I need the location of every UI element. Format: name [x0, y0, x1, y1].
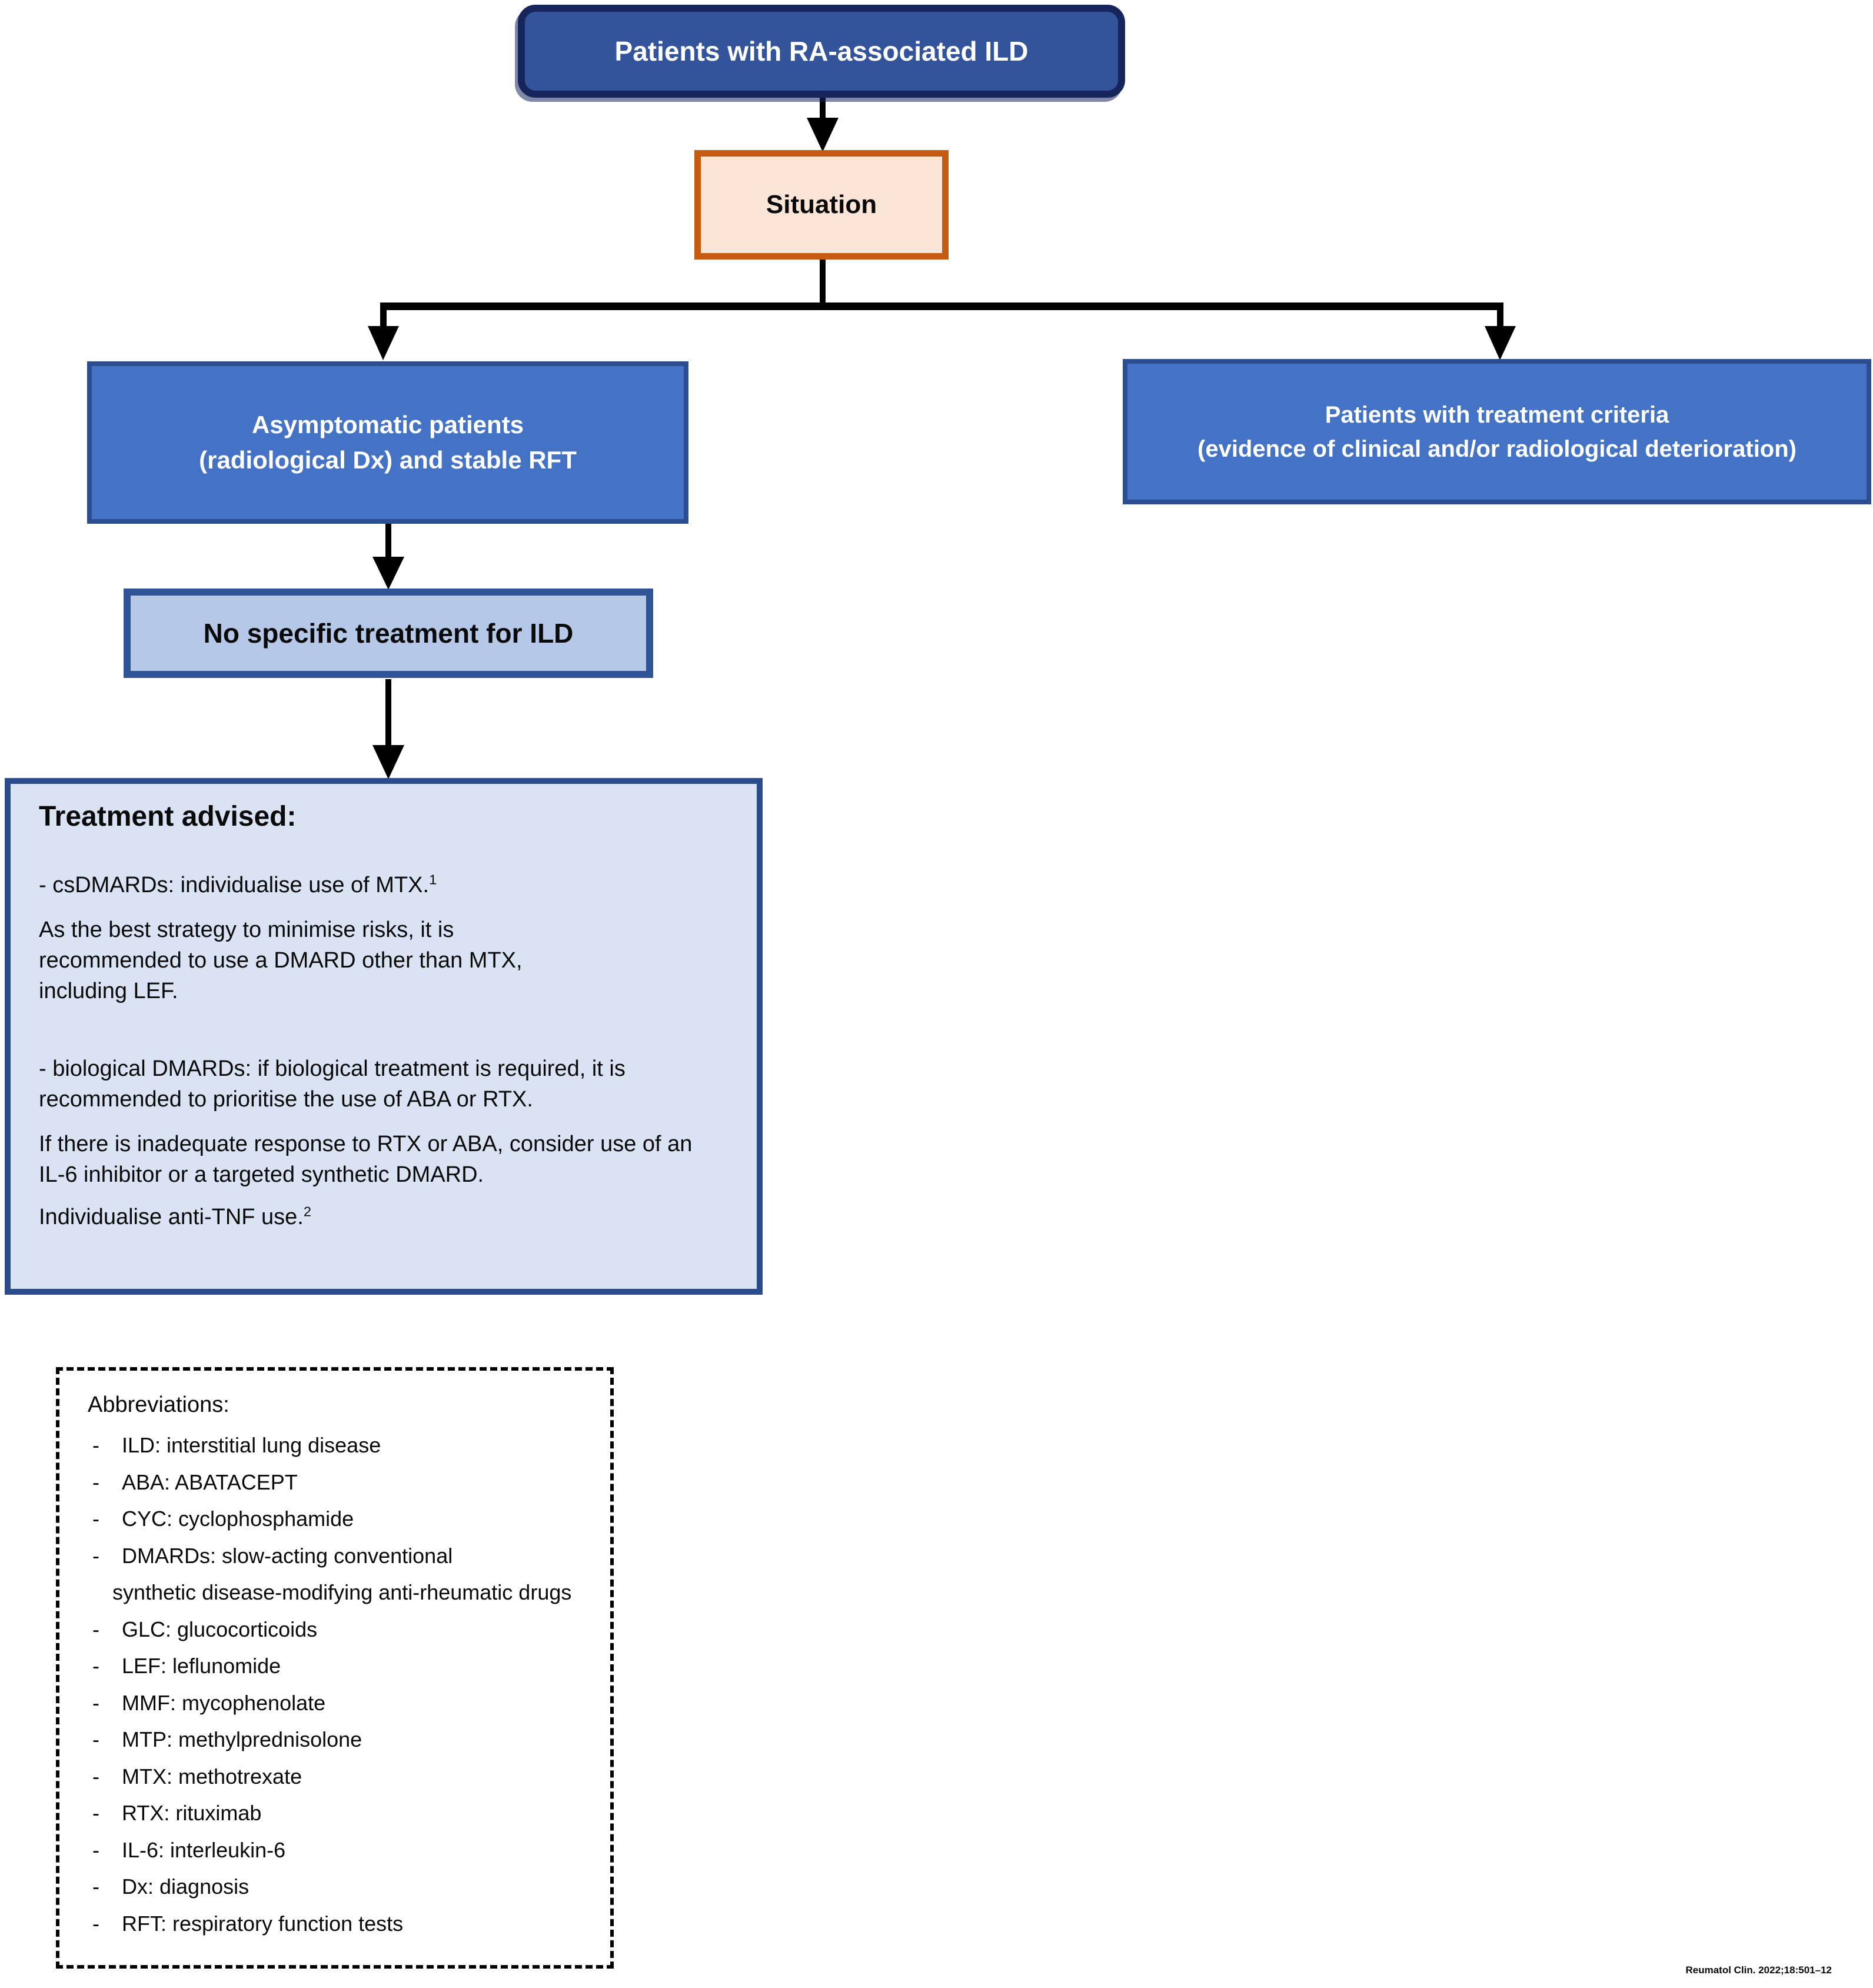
abbreviation-item-mtp: - MTP: methylprednisolone [88, 1721, 603, 1758]
treatment-biological-line1: - biological DMARDs: if biological treat… [39, 1056, 626, 1081]
node-treatment-criteria: Patients with treatment criteria (eviden… [1123, 359, 1871, 504]
node-treatment-criteria-line2: (evidence of clinical and/or radiologica… [1197, 436, 1797, 462]
abbreviation-text: DMARDs: slow-acting conventional [122, 1543, 453, 1568]
abbreviation-item-ild: - ILD: interstitial lung disease [88, 1427, 603, 1464]
node-treatment-criteria-line1: Patients with treatment criteria [1325, 401, 1669, 428]
node-patients-ra-ild: Patients with RA-associated ILD [518, 5, 1125, 98]
abbreviation-bullet: - [92, 1690, 99, 1715]
abbreviation-bullet: - [92, 1764, 99, 1788]
abbreviation-bullet: - [92, 1874, 99, 1899]
treatment-paragraph-anti-tnf: Individualise anti-TNF use.2 [39, 1202, 752, 1232]
abbreviation-item-glc: - GLC: glucocorticoids [88, 1611, 603, 1648]
abbreviation-text: MTP: methylprednisolone [122, 1727, 362, 1751]
treatment-paragraph-biological: - biological DMARDs: if biological treat… [39, 1053, 752, 1115]
abbreviation-bullet: - [92, 1470, 99, 1494]
abbreviation-item-il6: - IL-6: interleukin-6 [88, 1832, 603, 1869]
treatment-advised-heading: Treatment advised: [39, 801, 297, 832]
node-patients-ra-ild-label: Patients with RA-associated ILD [614, 36, 1029, 67]
abbreviation-text: Dx: diagnosis [122, 1874, 249, 1899]
abbreviation-bullet: - [92, 1507, 99, 1531]
abbreviations-title: Abbreviations: [88, 1392, 229, 1417]
abbreviation-item-mtx: - MTX: methotrexate [88, 1758, 603, 1796]
abbreviation-item-aba: - ABA: ABATACEPT [88, 1464, 603, 1501]
treatment-paragraph-csdmards: - csDMARDs: individualise use of MTX.1 [39, 870, 752, 900]
abbreviation-item-dx: - Dx: diagnosis [88, 1869, 603, 1906]
abbreviation-bullet: - [92, 1617, 99, 1641]
abbreviation-text: RTX: rituximab [122, 1801, 262, 1825]
node-situation: Situation [694, 150, 949, 260]
abbreviation-bullet: - [92, 1801, 99, 1825]
abbreviation-text: CYC: cyclophosphamide [122, 1507, 354, 1531]
abbreviation-bullet: - [92, 1727, 99, 1751]
node-asymptomatic-line2: (radiological Dx) and stable RFT [199, 446, 577, 474]
abbreviation-item-rft: - RFT: respiratory function tests [88, 1906, 603, 1943]
treatment-biological-line2: recommended to prioritise the use of ABA… [39, 1087, 533, 1112]
abbreviation-text: synthetic disease-modifying anti-rheumat… [112, 1580, 572, 1604]
abbreviation-item-dmards: - DMARDs: slow-acting conventional [88, 1538, 603, 1575]
treatment-strategy-line2: recommended to use a DMARD other than MT… [39, 948, 523, 973]
treatment-advised-panel: Treatment advised: - csDMARDs: individua… [5, 778, 763, 1295]
treatment-inadequate-line2: IL-6 inhibitor or a targeted synthetic D… [39, 1162, 484, 1187]
abbreviation-bullet: - [92, 1543, 99, 1568]
abbreviation-bullet: - [92, 1911, 99, 1936]
footnote-marker-2: 2 [303, 1204, 311, 1219]
abbreviation-bullet: - [92, 1837, 99, 1862]
treatment-csdmards-text: - csDMARDs: individualise use of MTX. [39, 873, 430, 897]
abbreviation-text: MMF: mycophenolate [122, 1690, 326, 1715]
footnote-marker-1: 1 [429, 872, 437, 887]
abbreviation-text: RFT: respiratory function tests [122, 1911, 404, 1936]
abbreviation-text: LEF: leflunomide [122, 1654, 281, 1678]
treatment-anti-tnf-text: Individualise anti-TNF use. [39, 1205, 304, 1229]
abbreviations-box: Abbreviations: - ILD: interstitial lung … [56, 1367, 614, 1969]
abbreviation-item-rtx: - RTX: rituximab [88, 1795, 603, 1832]
abbreviation-text: MTX: methotrexate [122, 1764, 302, 1788]
node-situation-label: Situation [766, 190, 877, 219]
treatment-paragraph-strategy: As the best strategy to minimise risks, … [39, 915, 752, 1006]
abbreviation-bullet: - [92, 1433, 99, 1457]
abbreviation-item-cyc: - CYC: cyclophosphamide [88, 1501, 603, 1538]
abbreviation-text: IL-6: interleukin-6 [122, 1837, 286, 1862]
node-asymptomatic-line1: Asymptomatic patients [251, 411, 524, 438]
treatment-strategy-line1: As the best strategy to minimise risks, … [39, 917, 454, 942]
node-no-specific-treatment-label: No specific treatment for ILD [203, 618, 574, 649]
abbreviation-text: GLC: glucocorticoids [122, 1617, 318, 1641]
abbreviation-item-dmards-continued: synthetic disease-modifying anti-rheumat… [88, 1574, 603, 1611]
abbreviation-bullet: - [92, 1654, 99, 1678]
treatment-strategy-line3: including LEF. [39, 979, 178, 1003]
treatment-paragraph-inadequate-response: If there is inadequate response to RTX o… [39, 1129, 752, 1190]
journal-citation: Reumatol Clin. 2022;18:501–12 [1685, 1964, 1832, 1976]
abbreviation-item-mmf: - MMF: mycophenolate [88, 1685, 603, 1722]
abbreviation-item-lef: - LEF: leflunomide [88, 1648, 603, 1685]
node-asymptomatic-patients: Asymptomatic patients (radiological Dx) … [87, 361, 688, 524]
node-no-specific-treatment: No specific treatment for ILD [124, 589, 653, 678]
abbreviation-text: ILD: interstitial lung disease [122, 1433, 381, 1457]
treatment-inadequate-line1: If there is inadequate response to RTX o… [39, 1132, 693, 1156]
abbreviation-text: ABA: ABATACEPT [122, 1470, 298, 1494]
